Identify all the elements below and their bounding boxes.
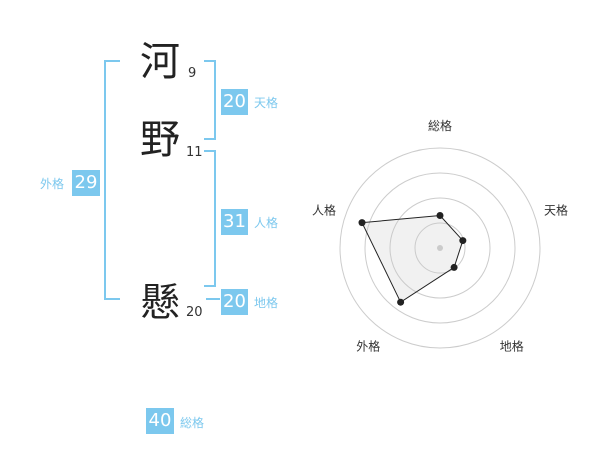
gaikaku-value: 29	[72, 170, 100, 196]
radar-point-2	[450, 263, 458, 271]
chikaku-label: 地格	[254, 296, 279, 310]
radar-ring-3	[364, 172, 516, 324]
soukaku-value: 40	[146, 408, 174, 434]
radar-axis-label-0: 総格	[428, 118, 452, 133]
soukaku-label: 総格	[180, 416, 205, 430]
surname-char-2-strokes: 11	[186, 145, 203, 160]
radar-point-1	[459, 237, 467, 245]
radar-axis-label-1: 天格	[544, 202, 568, 217]
chikaku-connector	[206, 298, 220, 300]
radar-point-3	[397, 298, 405, 306]
radar-center	[437, 245, 443, 251]
radar-axis-label-4: 人格	[312, 202, 336, 217]
surname-char-1-strokes: 9	[188, 66, 197, 81]
radar-point-4	[358, 219, 366, 227]
surname-char-2: 野	[140, 117, 180, 163]
gaikaku-label: 外格	[40, 177, 65, 191]
given-char-1: 懸	[140, 280, 180, 326]
radar-area	[361, 214, 464, 303]
chikaku-value: 20	[221, 289, 248, 315]
radar-ring-1	[414, 222, 466, 274]
radar-point-0	[436, 212, 444, 219]
radar-axis-label-3: 外格	[356, 339, 380, 354]
surname-char-1: 河	[140, 39, 180, 85]
jinkaku-label: 人格	[254, 216, 279, 230]
jinkaku-value: 31	[221, 209, 248, 235]
radar-ring-2	[389, 197, 491, 299]
tenkaku-value: 20	[221, 89, 248, 115]
gaikaku-bracket	[104, 60, 120, 300]
tenkaku-bracket	[204, 60, 216, 140]
radar-axis-label-2: 地格	[500, 339, 524, 354]
jinkaku-bracket	[204, 150, 216, 287]
given-char-1-strokes: 20	[186, 305, 203, 320]
tenkaku-label: 天格	[254, 96, 279, 110]
radar-ring-4	[339, 147, 541, 349]
